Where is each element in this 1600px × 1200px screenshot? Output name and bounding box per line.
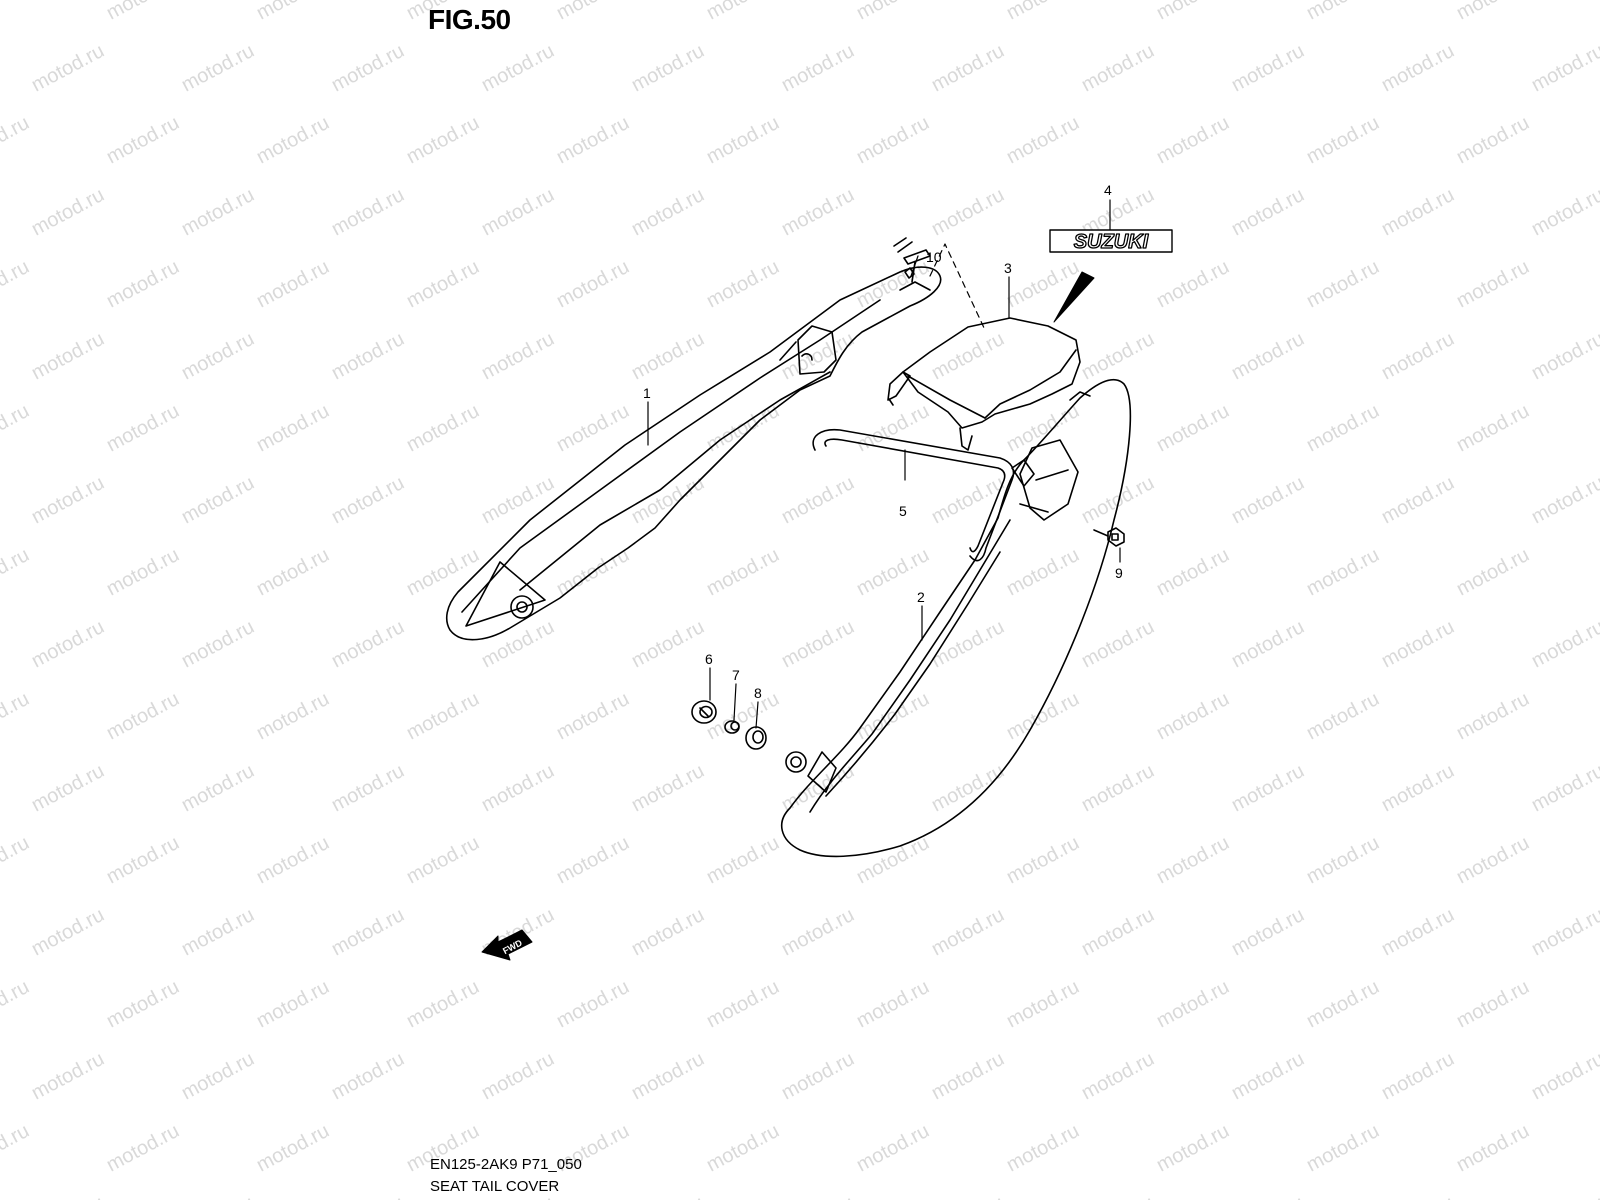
model-code: EN125-2AK9 P71_050	[430, 1156, 582, 1173]
left-tail-cover	[445, 266, 942, 641]
callout-numbers: 1 2 3 4 5 6 7 8 9 10	[643, 182, 1123, 701]
center-tail-cover	[887, 317, 1081, 451]
collar-7	[724, 720, 740, 734]
suzuki-logo: SUZUKI	[1074, 231, 1149, 253]
grab-rail	[812, 428, 1015, 562]
grommet-6	[691, 700, 717, 724]
screw-10	[893, 237, 931, 283]
callout-3: 3	[1004, 260, 1012, 276]
suzuki-emblem: SUZUKI	[1049, 229, 1173, 254]
callout-10: 10	[926, 249, 942, 265]
emblem-arrow	[1053, 271, 1095, 323]
callout-4: 4	[1104, 182, 1112, 198]
fwd-arrow: FWD	[481, 929, 533, 961]
assembly-dashed-line	[929, 243, 986, 331]
callout-9: 9	[1115, 565, 1123, 581]
callout-5: 5	[899, 503, 907, 519]
callout-6: 6	[705, 651, 713, 667]
leader-lines	[647, 199, 1121, 729]
bolt-9	[1093, 527, 1125, 547]
right-tail-cover	[780, 378, 1132, 858]
callout-7: 7	[732, 667, 740, 683]
figure-title: FIG.50	[428, 4, 511, 35]
callout-8: 8	[754, 685, 762, 701]
cushion-8	[745, 726, 767, 750]
figure-caption: SEAT TAIL COVER	[430, 1178, 560, 1195]
callout-1: 1	[643, 385, 651, 401]
callout-2: 2	[917, 589, 925, 605]
